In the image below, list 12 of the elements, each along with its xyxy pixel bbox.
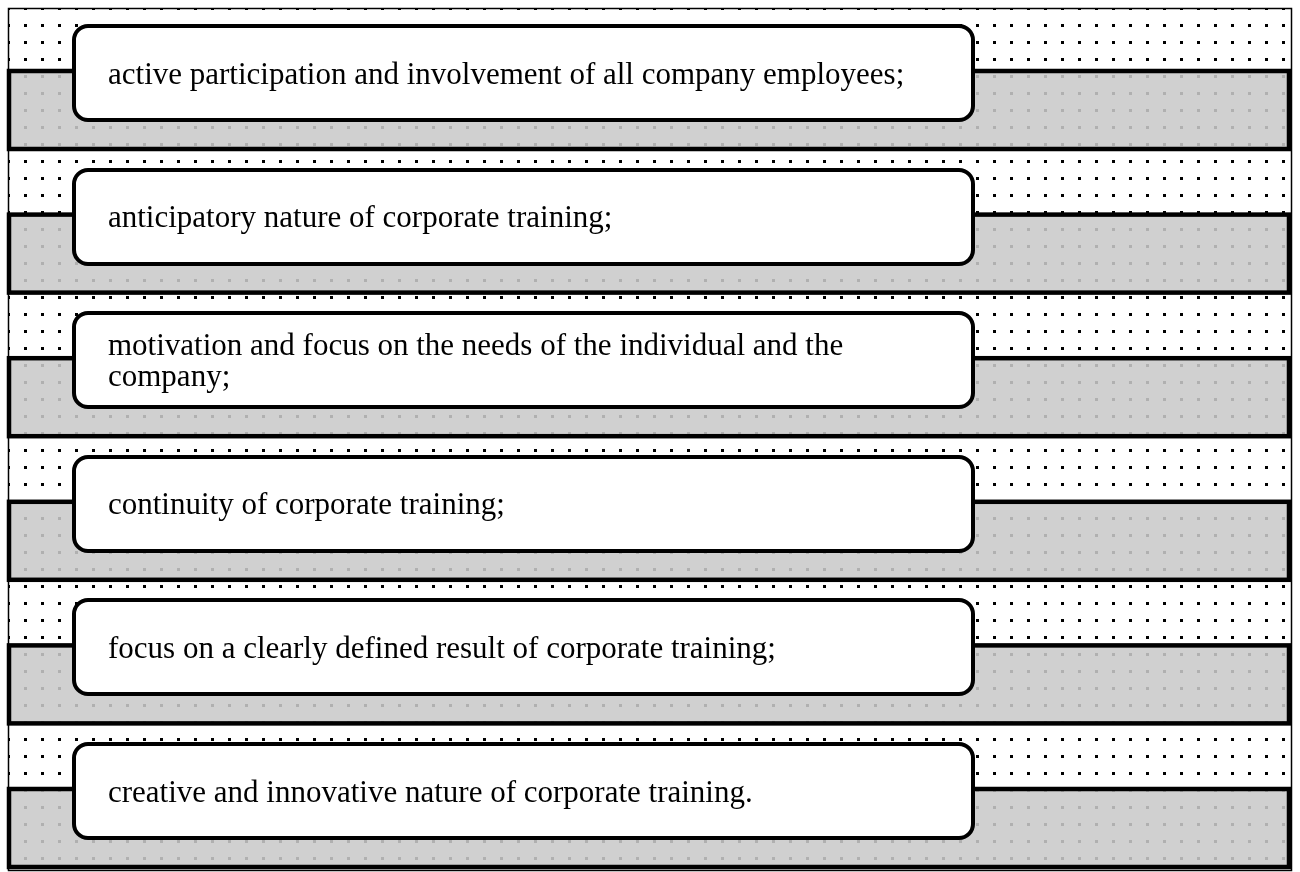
statement-box xyxy=(72,742,975,840)
statement-box xyxy=(72,24,975,122)
statement-box xyxy=(72,311,975,410)
statement-text: focus on a clearly defined result of corporate training; xyxy=(108,631,776,663)
statement-box xyxy=(72,598,975,697)
statement-text: continuity of corporate training; xyxy=(108,488,505,520)
statement-text: creative and innovative nature of corporate training. xyxy=(108,775,753,807)
statement-box xyxy=(72,167,975,266)
statement-text: active participation and involvement of all company employees; xyxy=(108,57,905,89)
statement-text: motivation and focus on the needs of the individual and the company; xyxy=(108,329,845,392)
statement-text: anticipatory nature of corporate training; xyxy=(108,201,613,233)
statement-box xyxy=(72,454,975,553)
